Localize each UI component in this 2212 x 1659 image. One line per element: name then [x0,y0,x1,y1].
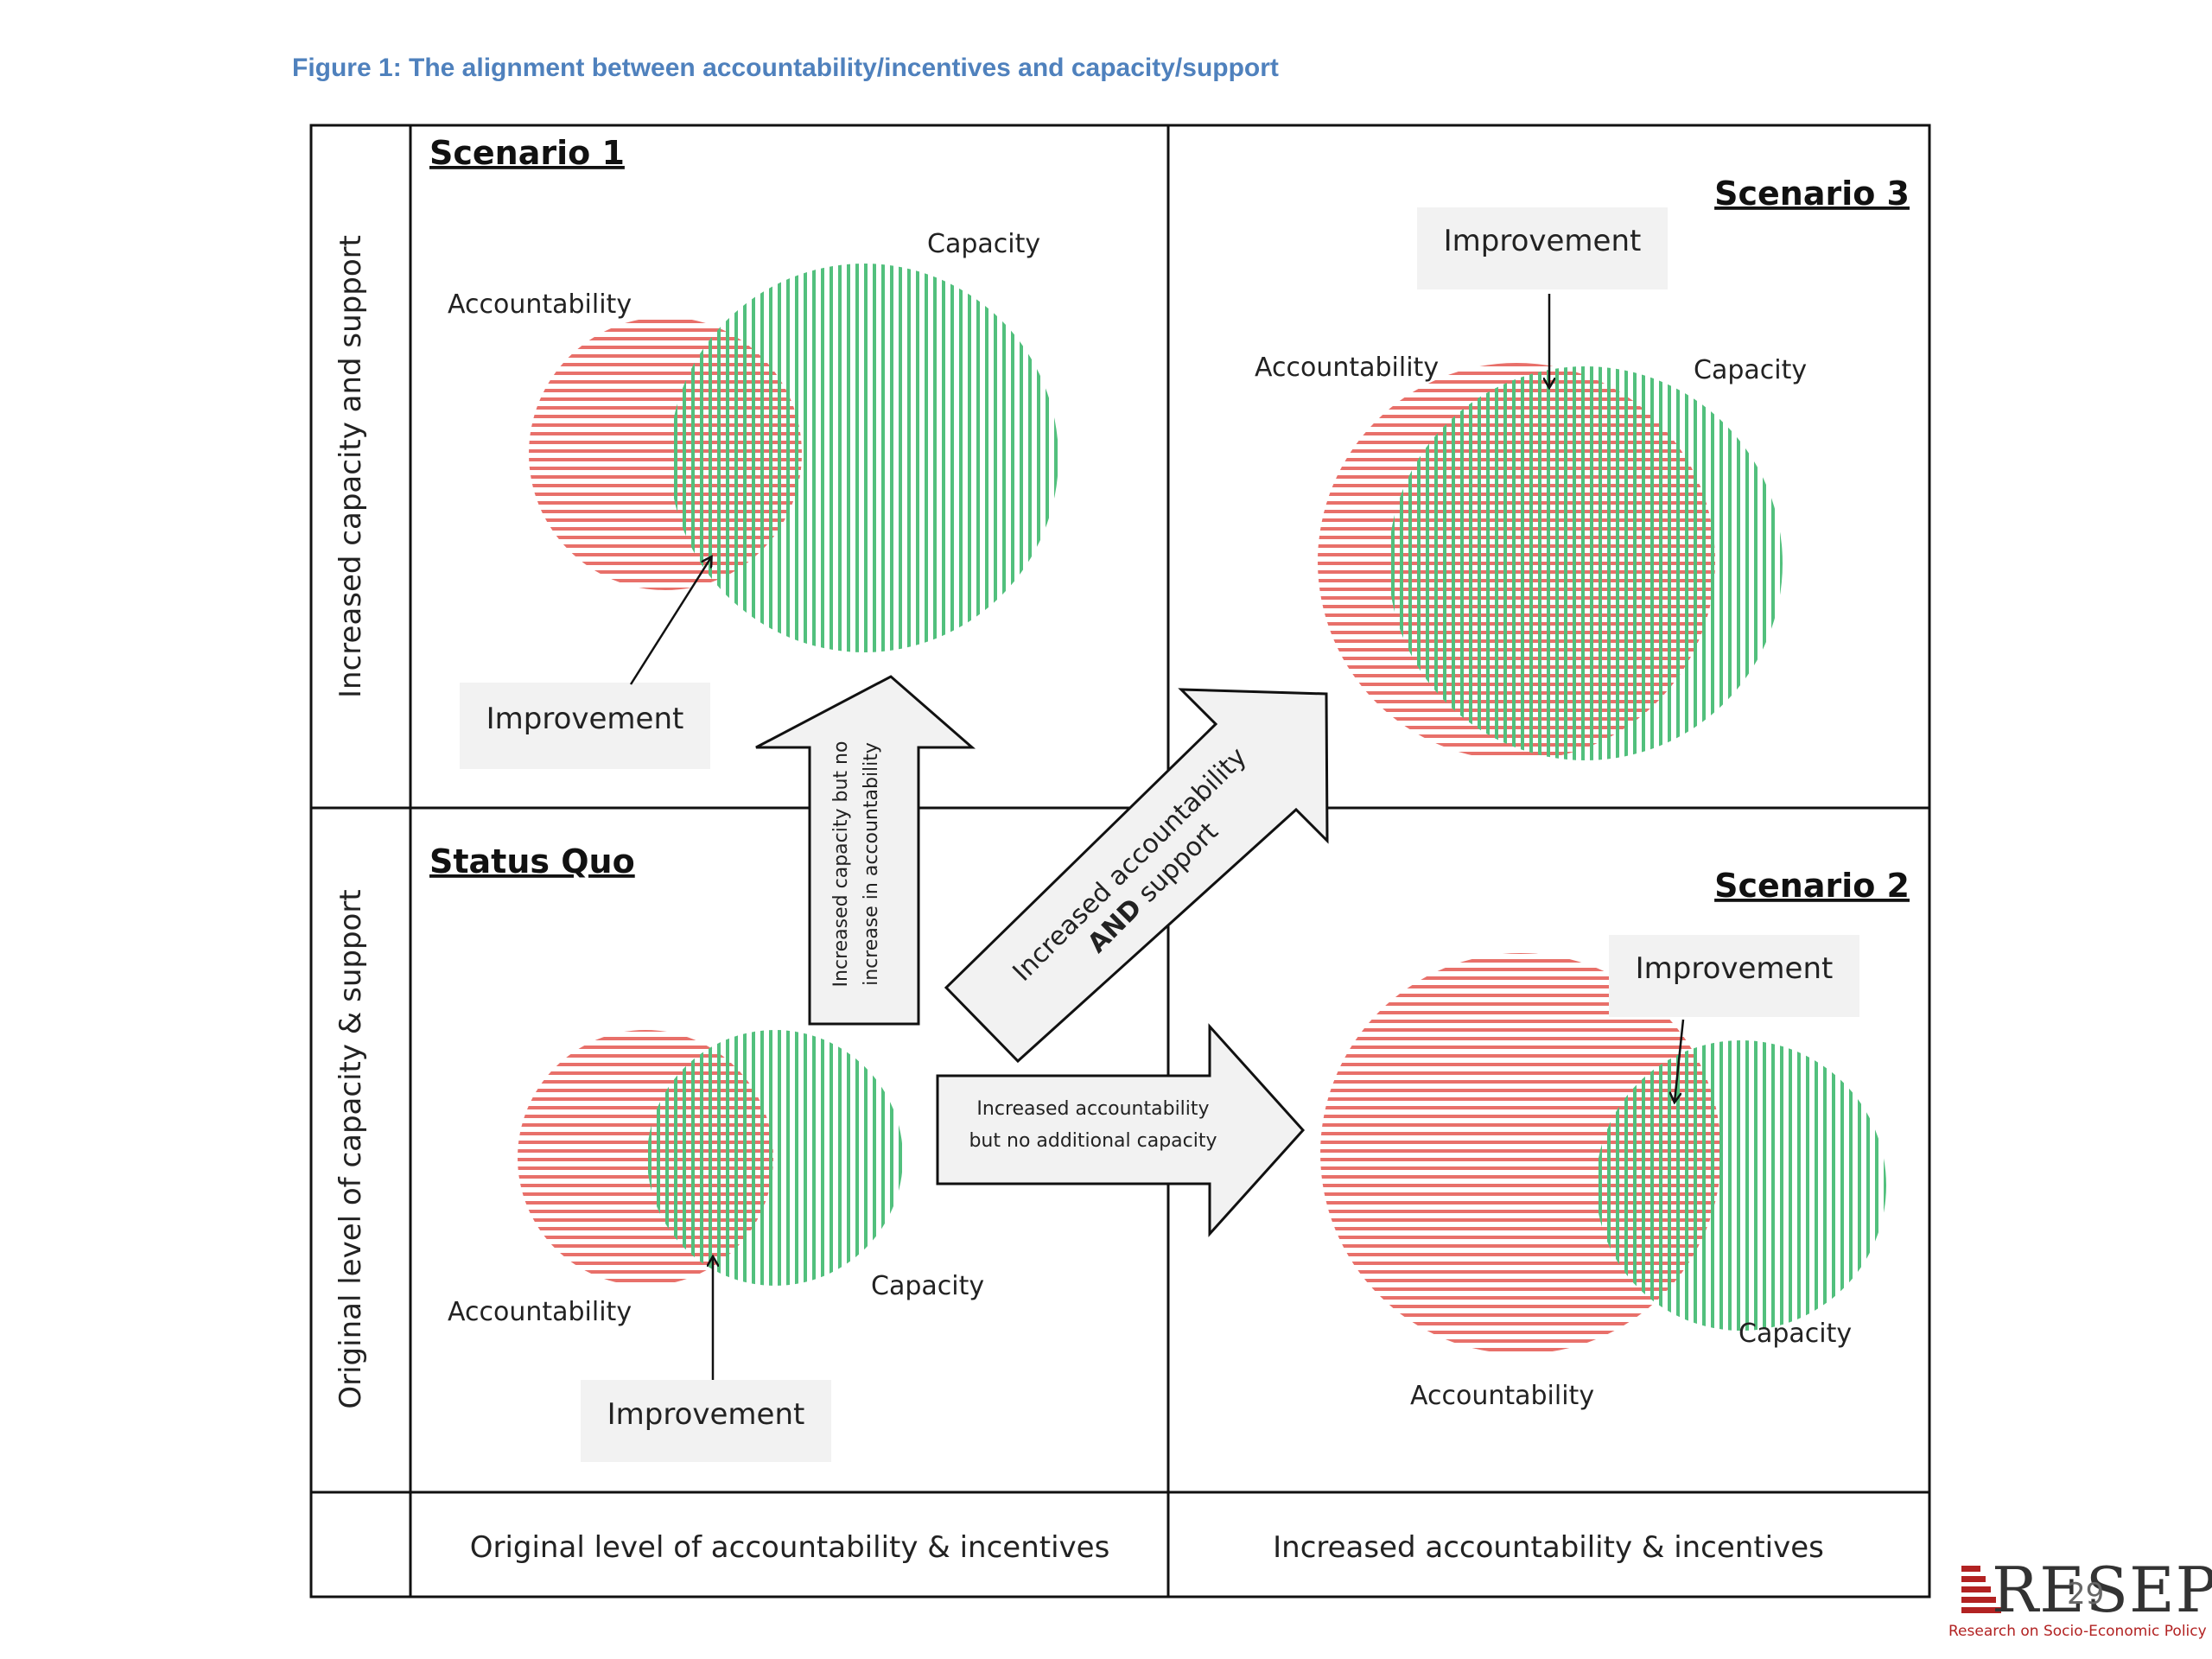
scenario-2-title: Scenario 2 [1714,867,1910,905]
scenario-1-title: Scenario 1 [429,134,625,172]
page-number: 29 [2067,1577,2105,1611]
arrow-diagonal: Increased accountability AND support [944,688,1329,1064]
capacity-circle [1596,1040,1886,1331]
figure-title: Figure 1: The alignment between accounta… [292,54,1279,82]
capacity-label: Capacity [927,229,1040,259]
resep-tagline: Research on Socio-Economic Policy [1948,1623,2207,1640]
improvement-pointer [629,557,711,685]
capacity-circle [647,1030,903,1286]
arrow-right: Increased accountability but no addition… [936,1023,1306,1237]
arrow-up: Increased capacity but no increase in ac… [755,675,976,1026]
capacity-circle [1389,366,1783,760]
arrow-up-label-2: increase in accountability [861,742,882,986]
y-axis-label-bottom: Original level of capacity & support [334,889,368,1408]
scenario-3-quadrant: Scenario 3 Accountability Capacity Impro… [1255,175,1910,760]
accountability-label: Accountability [1255,353,1439,383]
arrow-right-label-1: Increased accountability [976,1098,1209,1120]
y-axis-label-top: Increased capacity and support [334,235,368,698]
improvement-pointer [1675,1019,1685,1102]
accountability-label: Accountability [448,289,632,320]
x-axis-label-right: Increased accountability & incentives [1273,1530,1824,1565]
scenario-1-quadrant: Scenario 1 Accountability Capacity Impro… [429,134,1058,769]
grid-frame [309,124,1931,1599]
improvement-box [460,683,710,769]
capacity-circle [670,264,1058,652]
capacity-label: Capacity [871,1271,984,1301]
arrow-up-label-1: Increased capacity but no [830,741,852,988]
x-axis-label-left: Original level of accountability & incen… [470,1530,1110,1565]
status-quo-quadrant: Status Quo Accountability Capacity Impro… [429,842,984,1462]
accountability-label: Accountability [1410,1381,1594,1411]
status-quo-title: Status Quo [429,842,635,880]
scenario-2-quadrant: Scenario 2 Accountability Capacity Impro… [1320,867,1910,1411]
resep-logo: RESEP [1992,1554,2212,1626]
improvement-box [1609,935,1859,1017]
improvement-label: Improvement [1444,224,1642,258]
improvement-label: Improvement [1636,951,1834,986]
improvement-box [581,1380,831,1462]
scenario-3-title: Scenario 3 [1714,175,1910,213]
improvement-box [1417,207,1668,289]
capacity-label: Capacity [1694,355,1807,385]
improvement-label: Improvement [607,1397,805,1432]
arrow-right-label-2: but no additional capacity [969,1130,1217,1152]
improvement-label: Improvement [486,702,684,736]
capacity-label: Capacity [1738,1319,1852,1349]
accountability-label: Accountability [448,1297,632,1327]
